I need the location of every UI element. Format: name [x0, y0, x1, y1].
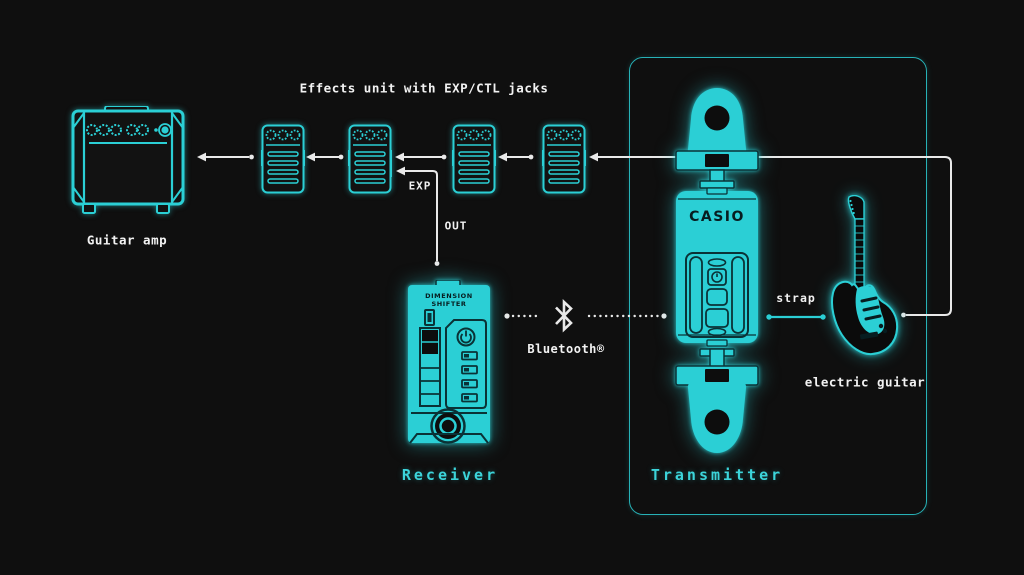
bluetooth-icon — [555, 299, 573, 333]
effects-pedal-1 — [261, 124, 305, 194]
exp-out-cable — [396, 166, 440, 266]
bluetooth-label: Bluetooth® — [527, 342, 605, 356]
signal-chain-arrows — [197, 152, 534, 162]
receiver-brand-line2: SHIFTER — [431, 300, 466, 308]
receiver-knob — [430, 408, 466, 444]
exp-jack-label: EXP — [408, 179, 432, 193]
transmitter-illustration: CASIO — [675, 88, 759, 453]
transmitter-box — [629, 57, 927, 515]
guitar-pickups — [860, 296, 882, 321]
guitar-frets — [855, 225, 864, 283]
bluetooth-links — [504, 313, 667, 319]
amp-knobs — [86, 123, 172, 137]
transmitter-controls — [685, 252, 749, 338]
receiver-illustration: DIMENSION SHIFTER — [408, 280, 490, 444]
transmitter-label: Transmitter — [650, 466, 784, 484]
receiver-buttons — [461, 351, 478, 403]
guitar-amp-label: Guitar amp — [86, 232, 168, 248]
effects-pedal-4 — [542, 124, 586, 194]
power-button-icon — [456, 327, 476, 347]
strap-hole-bottom — [704, 409, 730, 435]
effects-pedal-3 — [452, 124, 496, 194]
strap-connector — [766, 314, 826, 320]
out-jack-label: OUT — [444, 219, 468, 233]
electric-guitar-illustration — [831, 195, 899, 356]
receiver-label: Receiver — [401, 466, 499, 484]
electric-guitar-label: electric guitar — [804, 374, 926, 390]
guitar-amp-illustration — [71, 106, 185, 214]
transmitter-brand: CASIO — [689, 209, 745, 225]
guitar-cable — [589, 152, 952, 318]
strap-label: strap — [776, 291, 816, 305]
strap-hole-top — [704, 105, 730, 131]
receiver-brand-line1: DIMENSION — [425, 292, 473, 300]
effects-pedal-2 — [348, 124, 392, 194]
effects-unit-label: Effects unit with EXP/CTL jacks — [299, 80, 549, 96]
